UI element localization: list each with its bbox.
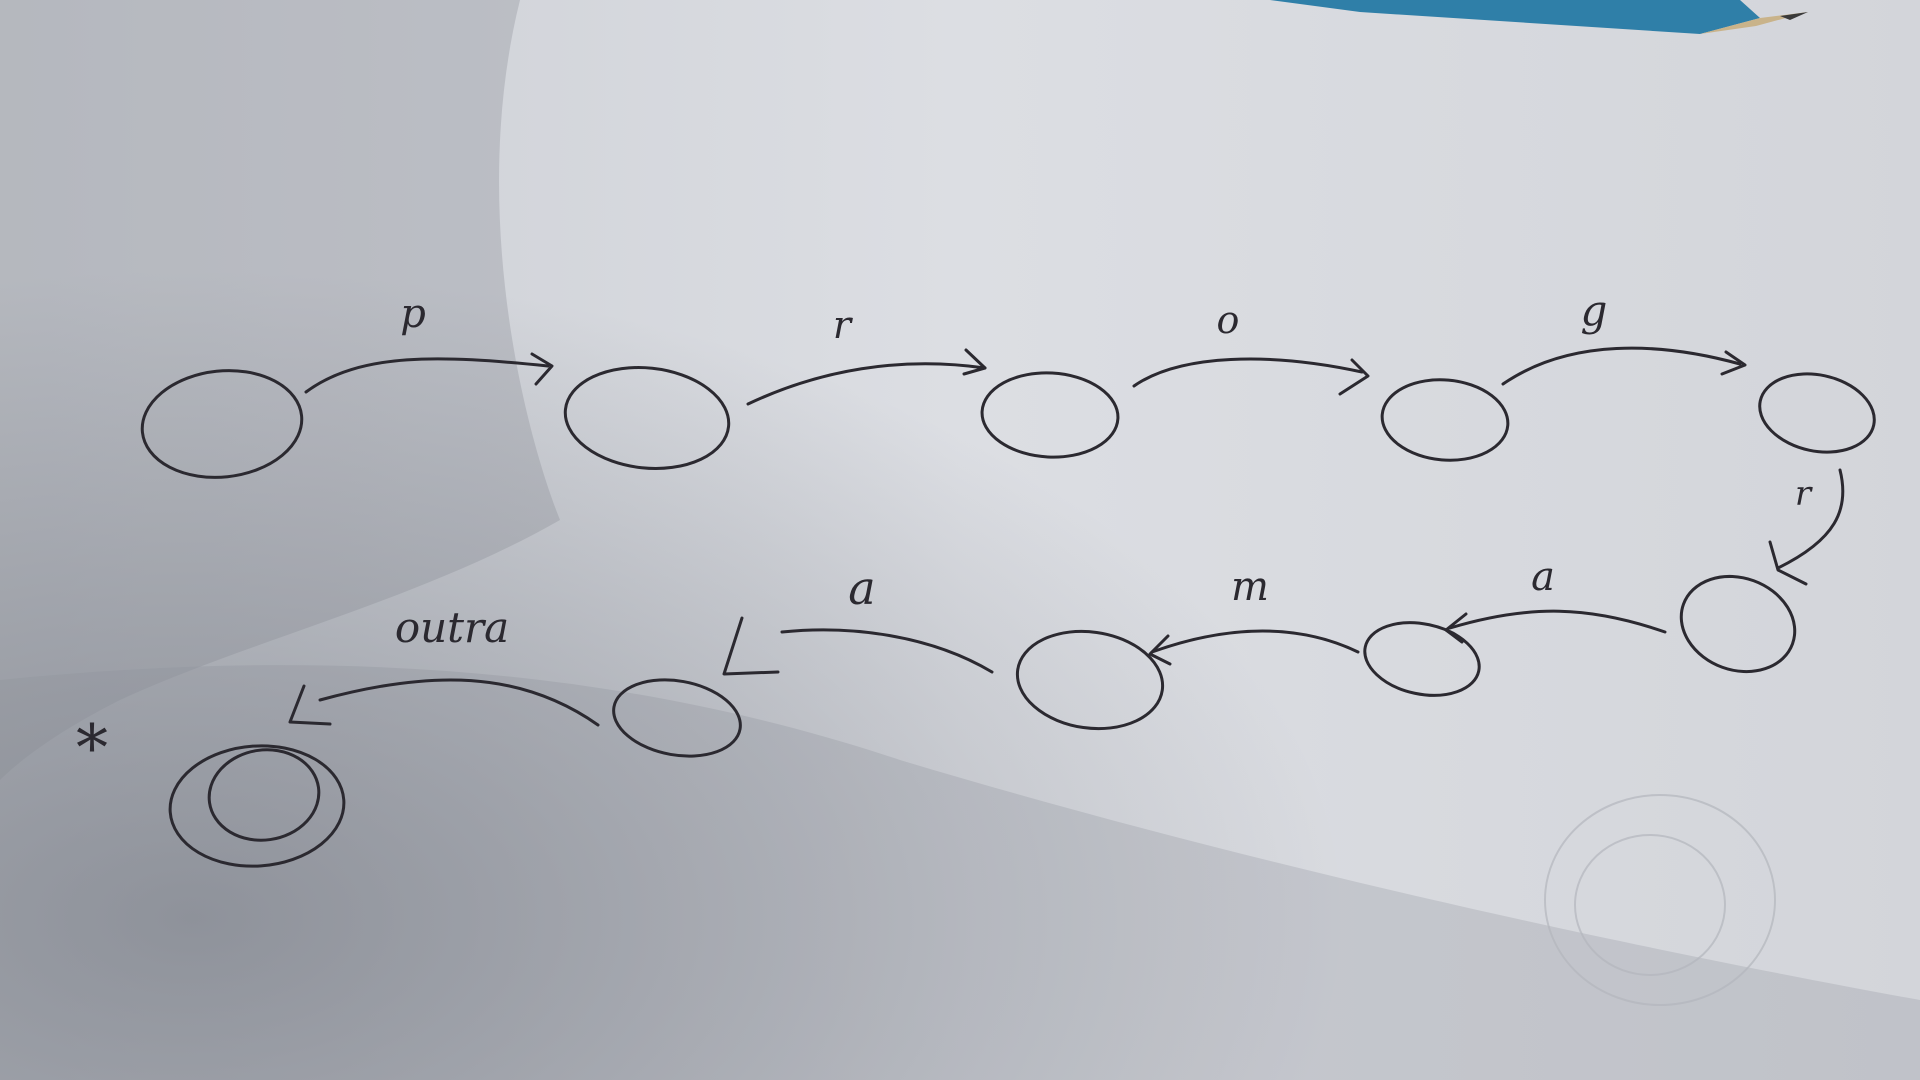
accepting-marker: * <box>76 712 108 786</box>
transition-arrow-o <box>1132 357 1370 396</box>
transition-arrow-a2 <box>722 616 994 676</box>
label-r2: r <box>1795 474 1813 514</box>
bleed-through-sketch <box>1544 794 1776 1006</box>
label-o: o <box>1217 298 1240 342</box>
transitions <box>288 346 1845 727</box>
transition-arrow-r1 <box>746 348 987 406</box>
state-node-q2 <box>980 371 1120 459</box>
state-node-q3 <box>1380 378 1510 462</box>
state-node-q5 <box>1679 574 1797 674</box>
transition-labels: p r o g r a m a outra * <box>76 286 1813 786</box>
transition-arrow-g <box>1501 346 1747 386</box>
label-outra: outra <box>395 603 509 652</box>
transition-arrow-r2 <box>1768 468 1845 586</box>
label-p: p <box>400 291 426 337</box>
label-r1: r <box>833 303 854 347</box>
state-node-q6 <box>1363 621 1481 697</box>
states <box>140 366 1876 868</box>
state-node-q0 <box>140 369 304 479</box>
label-a2: a <box>848 561 875 615</box>
state-node-q4 <box>1758 372 1876 454</box>
label-a1: a <box>1531 554 1555 600</box>
pencil-icon <box>1270 0 1808 34</box>
accepting-state-q9 <box>168 744 346 868</box>
state-node-q8 <box>612 678 742 758</box>
label-g: g <box>1581 286 1608 335</box>
state-node-q7 <box>1015 629 1165 731</box>
state-node-q1 <box>563 366 731 470</box>
transition-arrow-outra <box>288 678 600 727</box>
transition-arrow-p <box>304 352 554 394</box>
transition-arrow-a1 <box>1444 609 1667 644</box>
label-m: m <box>1231 564 1269 610</box>
transition-arrow-m <box>1148 629 1360 666</box>
